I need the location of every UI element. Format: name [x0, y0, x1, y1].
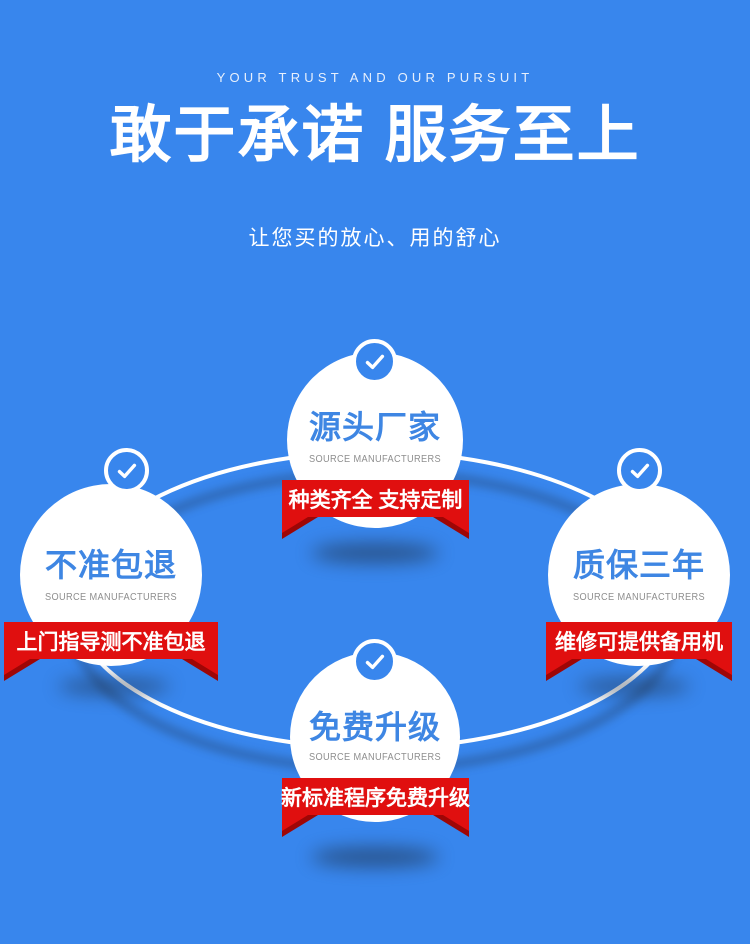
- check-circle-icon: [617, 448, 662, 493]
- check-circle-icon: [352, 339, 397, 384]
- node-ribbon: 维修可提供备用机: [546, 622, 732, 681]
- node-ribbon: 新标准程序免费升级: [281, 778, 470, 837]
- check-circle-icon: [352, 639, 397, 684]
- node-subtitle: SOURCE MANUFACTURERS: [572, 592, 706, 603]
- node-ribbon: 种类齐全 支持定制: [282, 480, 469, 539]
- ribbon-notch-left: [546, 659, 572, 675]
- node-title: 免费升级: [308, 709, 441, 745]
- shadow-blob-left: [58, 678, 170, 695]
- benefit-node-three-year-warranty[interactable]: 质保三年 SOURCE MANUFACTURERS 维修可提供备用机: [546, 448, 732, 681]
- node-ribbon-label: 种类齐全 支持定制: [282, 480, 469, 517]
- shadow-blob-top: [311, 543, 439, 563]
- ribbon-notch-right: [192, 659, 218, 675]
- page-title: 敢于承诺 服务至上: [109, 101, 641, 170]
- ribbon-notch-right: [443, 815, 469, 831]
- shadow-blob-right: [578, 678, 690, 695]
- eyebrow-text: YOUR TRUST AND OUR PURSUIT: [216, 70, 534, 85]
- ribbon-notch-left: [282, 517, 308, 533]
- ribbon-notch-left: [4, 659, 30, 675]
- node-title: 不准包退: [44, 547, 177, 583]
- node-title: 源头厂家: [308, 409, 441, 445]
- ribbon-notch-right: [706, 659, 732, 675]
- node-ribbon: 上门指导测不准包退: [4, 622, 218, 681]
- page-subtitle: 让您买的放心、用的舒心: [248, 227, 502, 250]
- node-subtitle: SOURCE MANUFACTURERS: [44, 592, 178, 603]
- ribbon-notch-left: [282, 815, 308, 831]
- ribbon-notch-right: [443, 517, 469, 533]
- node-ribbon-label: 上门指导测不准包退: [4, 622, 218, 659]
- benefit-node-no-return-guarantee[interactable]: 不准包退 SOURCE MANUFACTURERS 上门指导测不准包退: [4, 448, 218, 681]
- node-subtitle: SOURCE MANUFACTURERS: [308, 454, 442, 465]
- benefits-diagram: 不准包退 SOURCE MANUFACTURERS 上门指导测不准包退 质保三年…: [0, 300, 750, 900]
- node-ribbon-label: 维修可提供备用机: [546, 622, 732, 659]
- node-subtitle: SOURCE MANUFACTURERS: [308, 752, 442, 763]
- benefit-node-source-manufacturers[interactable]: 源头厂家 SOURCE MANUFACTURERS 种类齐全 支持定制: [282, 339, 469, 539]
- benefit-node-free-upgrade[interactable]: 免费升级 SOURCE MANUFACTURERS 新标准程序免费升级: [281, 639, 470, 837]
- node-title: 质保三年: [572, 547, 705, 583]
- shadow-blob-bottom: [311, 847, 439, 867]
- node-ribbon-label: 新标准程序免费升级: [281, 778, 470, 815]
- check-circle-icon: [104, 448, 149, 493]
